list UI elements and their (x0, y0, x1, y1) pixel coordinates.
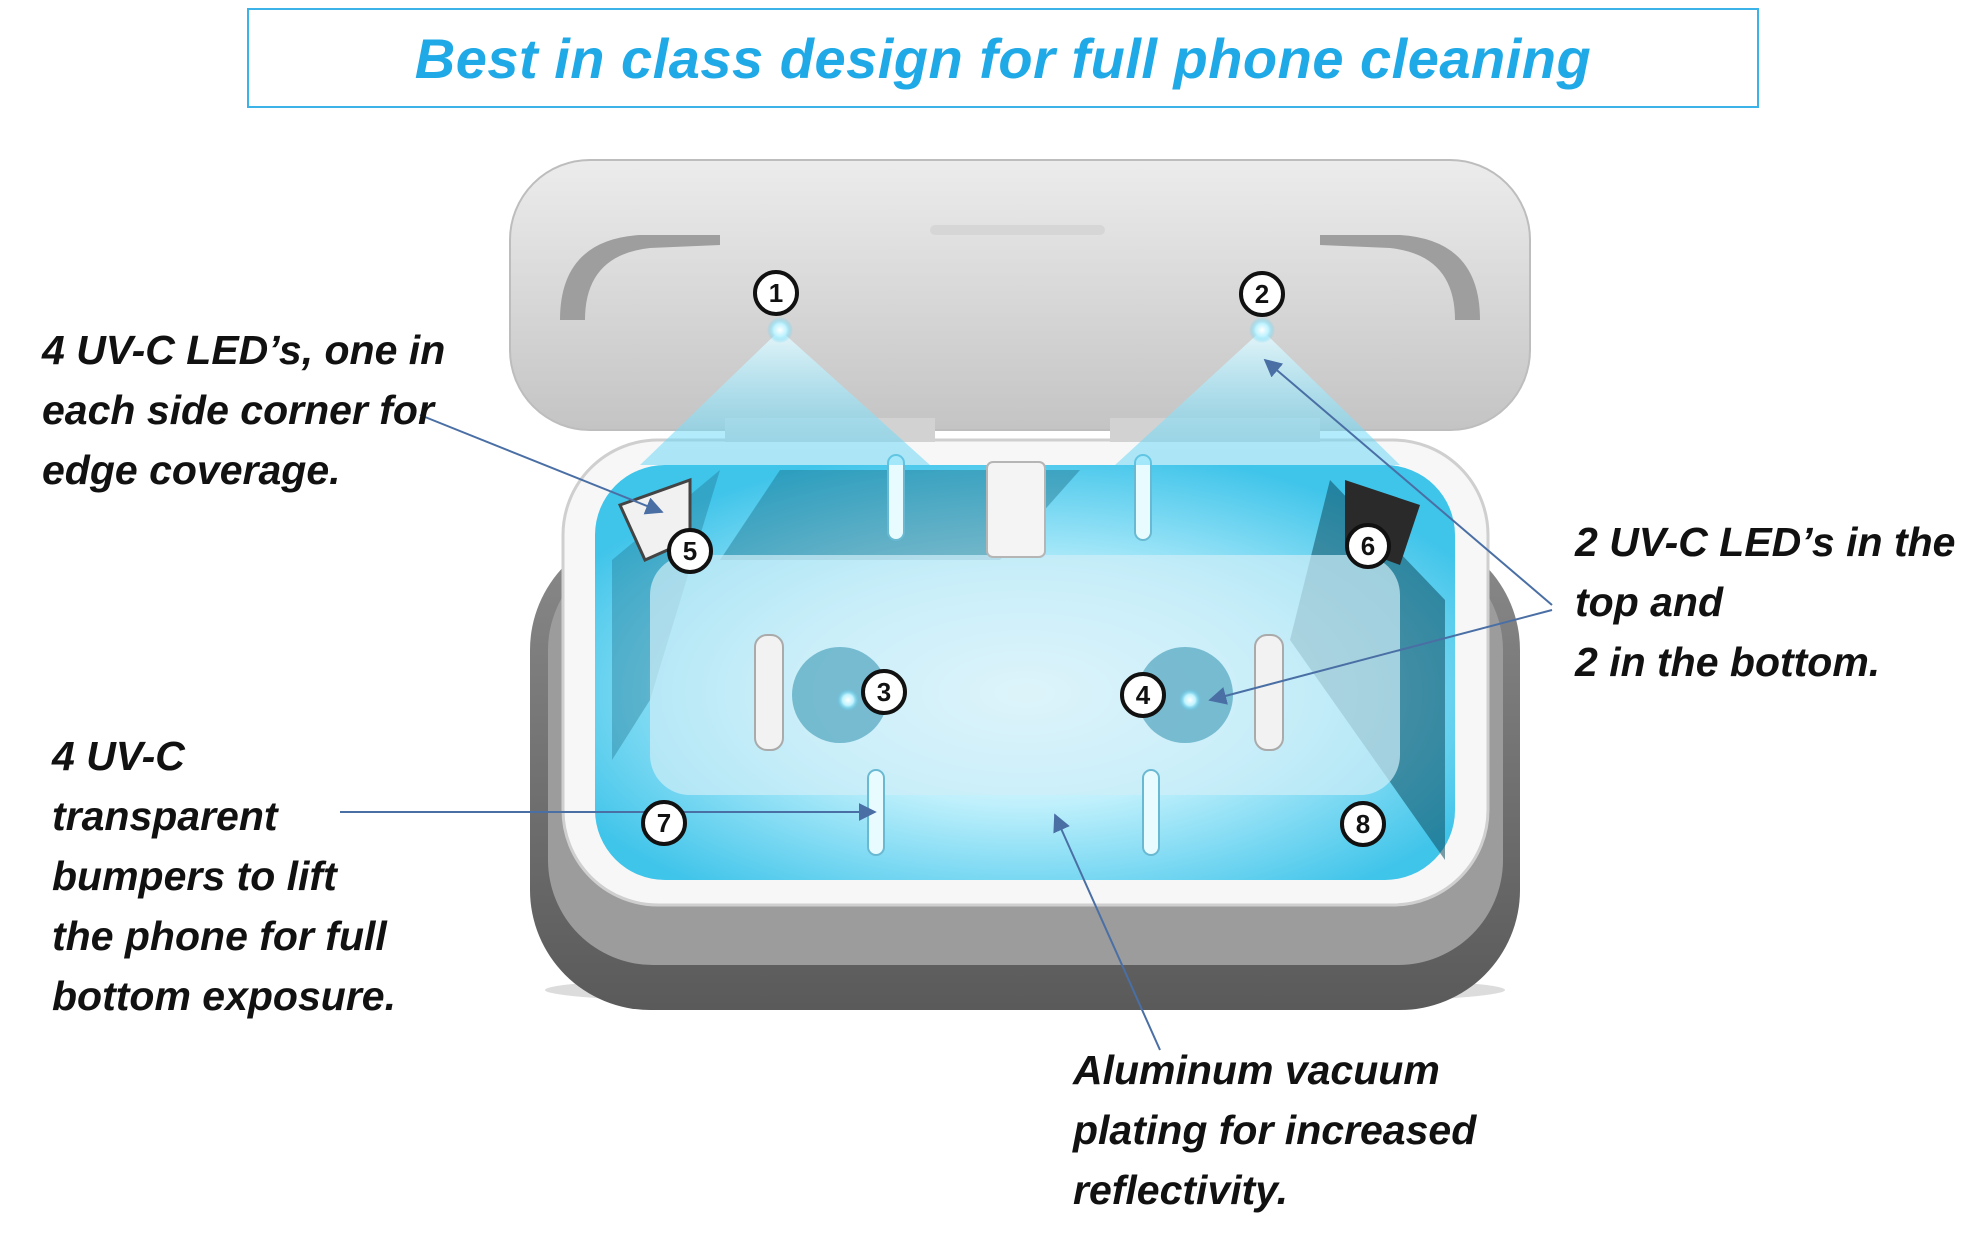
callout-line: reflectivity. (1073, 1167, 1288, 1213)
svg-text:3: 3 (877, 677, 891, 707)
callout-line: 4 UV-C (52, 733, 185, 779)
title-box: Best in class design for full phone clea… (247, 8, 1759, 108)
callout-line: 2 UV-C LED’s in the (1575, 519, 1956, 565)
marker-3: 3 (861, 669, 907, 715)
hinge-post (986, 461, 1046, 558)
led-3 (837, 689, 859, 711)
callout-line: bumpers to lift (52, 853, 337, 899)
uv-beam (1115, 330, 1400, 465)
svg-text:2: 2 (1255, 279, 1269, 309)
led-2 (1249, 317, 1275, 343)
svg-text:7: 7 (657, 808, 671, 838)
leader-side-leds (419, 414, 664, 515)
leader-bottom-leds (1208, 609, 1553, 705)
lid-slot (930, 225, 1105, 235)
callout-line: Aluminum vacuum (1073, 1047, 1440, 1093)
marker-5: 5 (667, 528, 713, 574)
bumper (887, 454, 905, 541)
callout-line: 4 UV-C LED’s, one in (42, 327, 446, 373)
svg-text:4: 4 (1136, 680, 1151, 710)
lid (509, 159, 1531, 431)
leader-plating (1053, 813, 1161, 1051)
callout-plating: Aluminum vacuum plating for increased re… (1073, 1040, 1476, 1220)
marker-6: 6 (1345, 523, 1391, 569)
led-1 (767, 317, 793, 343)
leader-top-leds (1263, 358, 1553, 606)
callout-bumpers: 4 UV-C transparent bumpers to lift the p… (52, 726, 396, 1026)
svg-text:6: 6 (1361, 531, 1375, 561)
svg-text:8: 8 (1356, 809, 1370, 839)
bumper (1134, 454, 1152, 541)
callout-line: each side corner for (42, 387, 434, 433)
callout-line: edge coverage. (42, 447, 341, 493)
lid-groove (1320, 235, 1480, 320)
callout-line: plating for increased (1073, 1107, 1477, 1153)
marker-1: 1 (753, 270, 799, 316)
marker-4: 4 (1120, 672, 1166, 718)
callout-line: transparent (52, 793, 278, 839)
callout-line: 2 in the bottom. (1575, 639, 1881, 685)
marker-8: 8 (1340, 801, 1386, 847)
marker-7: 7 (641, 800, 687, 846)
side-clip (754, 634, 784, 751)
bumper (1142, 769, 1160, 856)
callout-line: top and (1575, 579, 1724, 625)
callout-line: bottom exposure. (52, 973, 396, 1019)
page-title: Best in class design for full phone clea… (414, 26, 1592, 90)
side-clip (1254, 634, 1284, 751)
callout-side-leds: 4 UV-C LED’s, one in each side corner fo… (42, 320, 445, 500)
uv-beam (640, 330, 930, 465)
marker-2: 2 (1239, 271, 1285, 317)
svg-text:5: 5 (683, 536, 697, 566)
callout-line: the phone for full (52, 913, 387, 959)
led-4 (1179, 689, 1201, 711)
callout-top-bottom-leds: 2 UV-C LED’s in the top and 2 in the bot… (1575, 512, 1955, 692)
svg-text:1: 1 (769, 278, 783, 308)
lid-groove (560, 235, 720, 320)
